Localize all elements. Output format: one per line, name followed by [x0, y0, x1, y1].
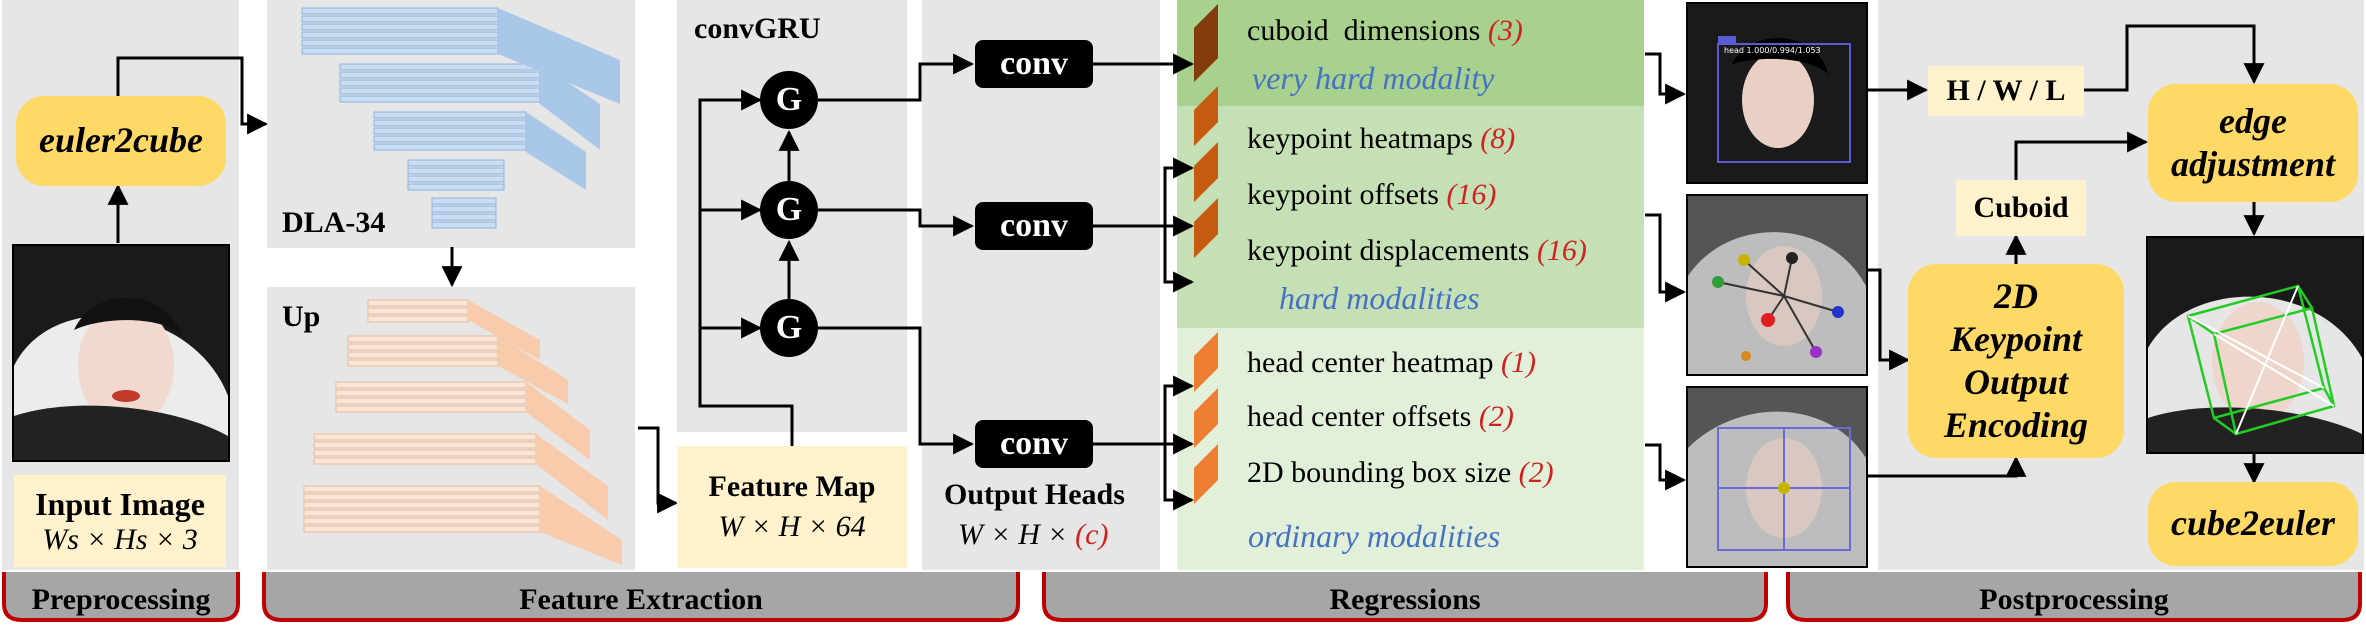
gru-node-bottom: G: [760, 299, 818, 357]
feature-map-title: Feature Map: [708, 470, 876, 503]
input-dims: Ws × Hs × 3: [42, 522, 198, 556]
convgru-label: convGRU: [694, 12, 821, 45]
final-cuboid-thumb: [2146, 236, 2364, 454]
modality-hard: hard modalities: [1279, 280, 1480, 316]
bbox-result-thumb: [1686, 386, 1868, 568]
conv-bottom: conv: [975, 420, 1093, 468]
reg-count: (2): [1518, 456, 1554, 489]
reg-keypoint-offsets: keypoint offsets (16): [1247, 178, 1496, 212]
stage-regressions: Regressions: [1329, 583, 1481, 616]
reg-head-center-offsets: head center offsets (2): [1247, 400, 1514, 434]
hard-band: [1177, 106, 1644, 328]
up-stack: [303, 299, 622, 565]
feature-map-dims: W × H × 64: [718, 510, 866, 543]
very-hard-band: [1177, 0, 1644, 106]
stage-feature-extraction: Feature Extraction: [519, 583, 763, 616]
gru-node-top: G: [760, 71, 818, 129]
reg-name: keypoint heatmaps: [1247, 122, 1473, 155]
cuboid-box: Cuboid: [1956, 180, 2086, 236]
hwl-box: H / W / L: [1928, 66, 2084, 116]
keypoint-encoding-label: 2D Keypoint Output Encoding: [1943, 275, 2089, 446]
cube2euler-box: cube2euler: [2148, 482, 2358, 566]
input-image-caption: Input Image Ws × Hs × 3: [14, 475, 226, 567]
reg-count: (1): [1501, 346, 1537, 379]
hwl-label: H / W / L: [1946, 74, 2066, 107]
reg-count: (3): [1487, 14, 1523, 47]
ordinary-band: [1177, 328, 1644, 570]
reg-name: cuboid dimensions: [1247, 14, 1481, 47]
reg-count: (16): [1446, 178, 1497, 211]
cuboid-label: Cuboid: [1973, 191, 2069, 224]
edge-adjustment-label: edge adjustment: [2170, 100, 2336, 184]
input-image: [12, 244, 230, 462]
cuboid-result-thumb: head 1.000/0.994/1.053: [1686, 2, 1868, 184]
keypoint-result-thumb: [1686, 194, 1868, 376]
final-cuboid-icon: [2148, 238, 2362, 452]
keypoint-thumb-icon: [1688, 196, 1866, 374]
reg-name: keypoint offsets: [1247, 178, 1439, 211]
feature-map-box: Feature Map W × H × 64: [677, 446, 907, 568]
reg-name: head center heatmap: [1247, 346, 1494, 379]
thumb-caption: head 1.000/0.994/1.053: [1724, 46, 1821, 55]
cube2euler-label: cube2euler: [2171, 503, 2335, 544]
output-heads-dims-prefix: W × H ×: [958, 518, 1076, 551]
reg-cuboid-dimensions: cuboid dimensions (3): [1247, 14, 1523, 48]
output-heads-dims: W × H × (c): [958, 518, 1108, 552]
gru-node-middle: G: [760, 181, 818, 239]
modality-very-hard: very hard modality: [1252, 60, 1495, 96]
reg-keypoint-displacements: keypoint displacements (16): [1247, 234, 1587, 268]
input-title: Input Image: [35, 485, 205, 522]
bbox-thumb-icon: [1688, 388, 1866, 566]
reg-name: 2D bounding box size: [1247, 456, 1512, 489]
reg-2d-bbox-size: 2D bounding box size (2): [1247, 456, 1554, 490]
reg-head-center-heatmap: head center heatmap (1): [1247, 346, 1536, 380]
dla-label: DLA-34: [282, 206, 386, 239]
reg-keypoint-heatmaps: keypoint heatmaps (8): [1247, 122, 1515, 156]
modality-ordinary: ordinary modalities: [1248, 518, 1501, 554]
conv-middle: conv: [975, 202, 1093, 250]
reg-count: (2): [1478, 400, 1514, 433]
dla-34-stack: [301, 7, 620, 229]
cuboid-thumb-icon: [1688, 4, 1866, 182]
reg-name: head center offsets: [1247, 400, 1472, 433]
reg-name: keypoint displacements: [1247, 234, 1530, 267]
head-blocks: [1194, 4, 1218, 504]
reg-count: (8): [1480, 122, 1516, 155]
output-heads-title: Output Heads: [944, 478, 1125, 511]
edge-adjustment-box: edge adjustment: [2148, 84, 2358, 202]
up-label: Up: [282, 300, 321, 333]
output-heads-panel: [922, 0, 1160, 570]
output-heads-dims-suffix: (c): [1075, 518, 1109, 551]
stage-postprocessing: Postprocessing: [1979, 583, 2169, 616]
euler2cube-box: euler2cube: [16, 96, 226, 186]
keypoint-encoding-box: 2D Keypoint Output Encoding: [1908, 264, 2124, 458]
portrait-icon: [14, 246, 228, 460]
conv-top: conv: [975, 40, 1093, 88]
reg-count: (16): [1536, 234, 1587, 267]
euler2cube-label: euler2cube: [39, 120, 203, 161]
stage-preprocessing: Preprocessing: [31, 583, 211, 616]
